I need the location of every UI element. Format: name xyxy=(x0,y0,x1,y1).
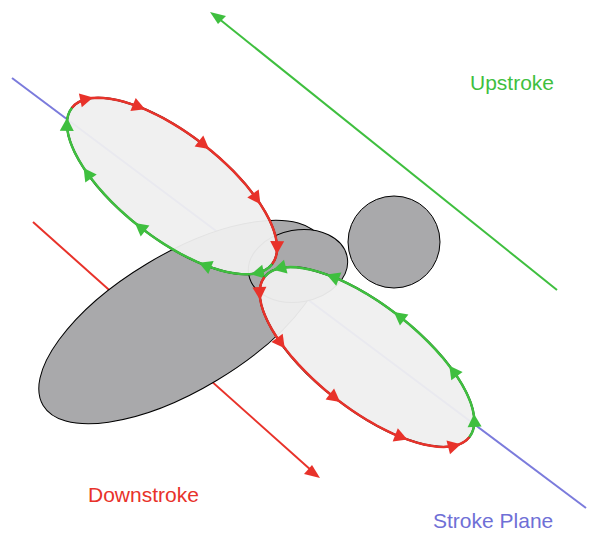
motion-arrowhead xyxy=(199,261,214,274)
motion-arrowhead xyxy=(135,223,150,237)
upstroke-arrowhead xyxy=(210,12,226,24)
wing-edge-path xyxy=(67,108,272,274)
head xyxy=(348,196,440,288)
motion-arrowhead xyxy=(393,428,408,441)
wing xyxy=(40,67,304,305)
motion-arrowhead xyxy=(270,241,284,254)
motion-arrowhead xyxy=(447,441,461,455)
motion-arrowhead xyxy=(84,168,97,183)
wing-edge-path xyxy=(72,98,277,265)
motion-arrowhead xyxy=(252,287,266,300)
motion-arrowhead xyxy=(468,414,482,427)
wing-edge-path xyxy=(260,277,470,447)
motion-arrowhead xyxy=(195,136,210,150)
motion-arrowhead xyxy=(327,273,342,286)
wing-edge-path xyxy=(265,267,475,437)
motion-arrowhead xyxy=(449,366,462,381)
motion-arrowhead xyxy=(60,118,74,131)
motion-arrowhead xyxy=(130,98,145,111)
motion-arrowhead xyxy=(79,94,93,108)
motion-arrowhead xyxy=(271,334,284,349)
motion-arrowhead xyxy=(394,312,409,325)
motion-arrowhead xyxy=(273,260,287,274)
wing xyxy=(233,236,502,478)
downstroke-arrowhead xyxy=(304,465,320,478)
downstroke-label: Downstroke xyxy=(88,482,199,507)
upstroke-label: Upstroke xyxy=(470,70,554,95)
motion-arrowhead xyxy=(247,190,260,205)
motion-arrowhead xyxy=(326,389,341,402)
stroke-plane-label: Stroke Plane xyxy=(433,508,553,533)
motion-arrowhead xyxy=(251,265,265,279)
